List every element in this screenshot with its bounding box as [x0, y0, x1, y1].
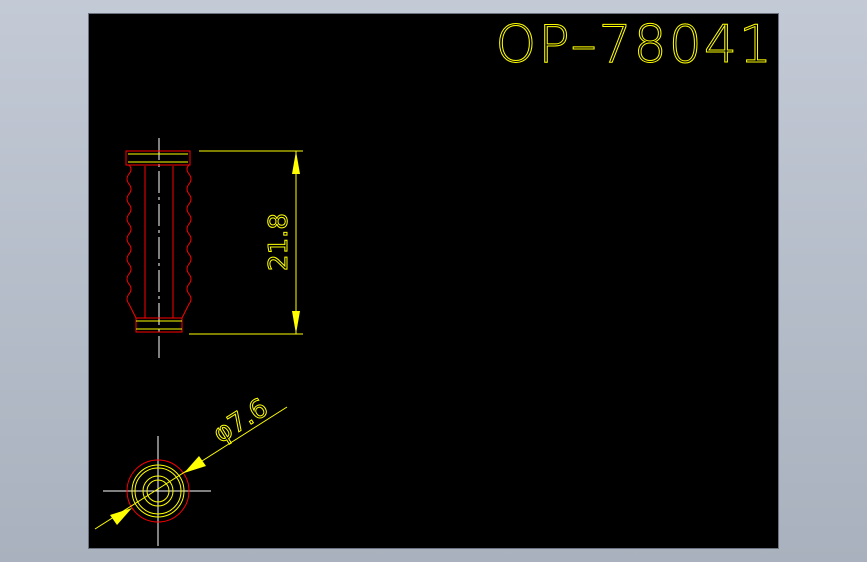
arrow-bottom: [292, 311, 300, 334]
diameter-dimension: φ7.6: [94, 392, 288, 530]
collar-circle-outer: [131, 464, 185, 518]
diameter-arrow-lower: [110, 508, 132, 525]
bore-circle-outer: [142, 475, 174, 507]
drawing-svg: OP–78041 21.8: [94, 15, 774, 546]
diameter-arrow-upper: [184, 456, 206, 473]
length-label: 21.8: [264, 213, 294, 271]
bore-circle-inner: [146, 479, 170, 503]
collar-circle-inner: [134, 467, 182, 515]
side-view: [125, 138, 192, 359]
bottom-collar: [135, 317, 183, 333]
end-view: [103, 436, 211, 546]
part-number-title: OP–78041: [495, 15, 774, 75]
length-dimension: 21.8: [189, 150, 303, 335]
cad-drawing-canvas[interactable]: OP–78041 21.8: [88, 13, 779, 549]
diameter-label: φ7.6: [208, 393, 274, 449]
outer-circle: [126, 459, 190, 523]
bellows-outline: [126, 164, 192, 319]
arrow-top: [292, 151, 300, 174]
top-collar: [125, 150, 191, 166]
